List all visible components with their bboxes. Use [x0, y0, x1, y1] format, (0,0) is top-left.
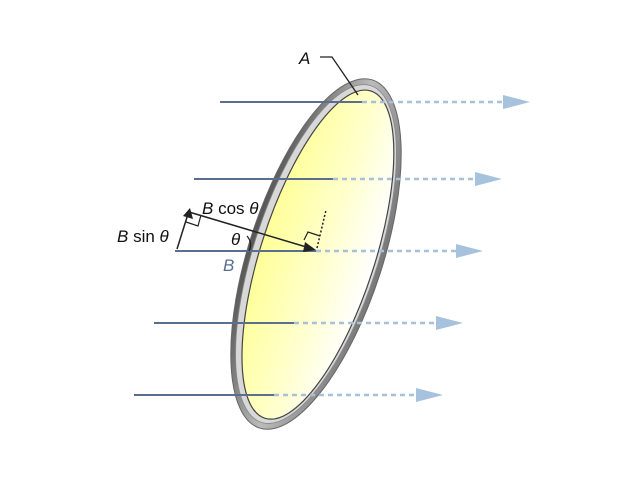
b-sin-theta-func: sin	[128, 227, 159, 246]
theta-label: θ	[231, 230, 241, 249]
field-b-label: B	[223, 256, 234, 275]
right-angle-marker-icon	[185, 214, 202, 227]
b-sin-theta-var: B	[117, 227, 128, 246]
area-leader-line	[320, 56, 359, 96]
b-sin-theta-angle: θ	[160, 227, 170, 246]
arrowhead-right-icon	[475, 172, 502, 186]
b-cos-theta-var: B	[202, 199, 213, 218]
b-cos-theta-angle: θ	[249, 199, 259, 218]
arrowhead-up-icon	[183, 208, 193, 219]
arrowhead-right-icon	[303, 242, 316, 252]
b-cos-theta-func: cos	[213, 199, 249, 218]
right-angle-marker-icon	[303, 231, 321, 241]
field-lines	[134, 95, 530, 402]
arrowhead-right-icon	[503, 95, 530, 109]
arrowhead-right-icon	[416, 388, 443, 402]
normal-dotted-line	[316, 209, 327, 249]
disk-surface	[241, 89, 395, 420]
b-sin-theta-vector	[176, 213, 189, 250]
b-cos-theta-vector	[188, 211, 314, 250]
arrowhead-right-icon	[456, 244, 483, 258]
b-sin-theta-label: B sin θ	[117, 227, 170, 246]
theta-arc	[246, 235, 252, 252]
arrowhead-right-icon	[436, 316, 463, 330]
area-disk	[230, 78, 402, 430]
vector-decomposition	[176, 208, 327, 252]
area-label: A	[298, 49, 310, 68]
b-cos-theta-label: B cos θ	[202, 199, 259, 218]
